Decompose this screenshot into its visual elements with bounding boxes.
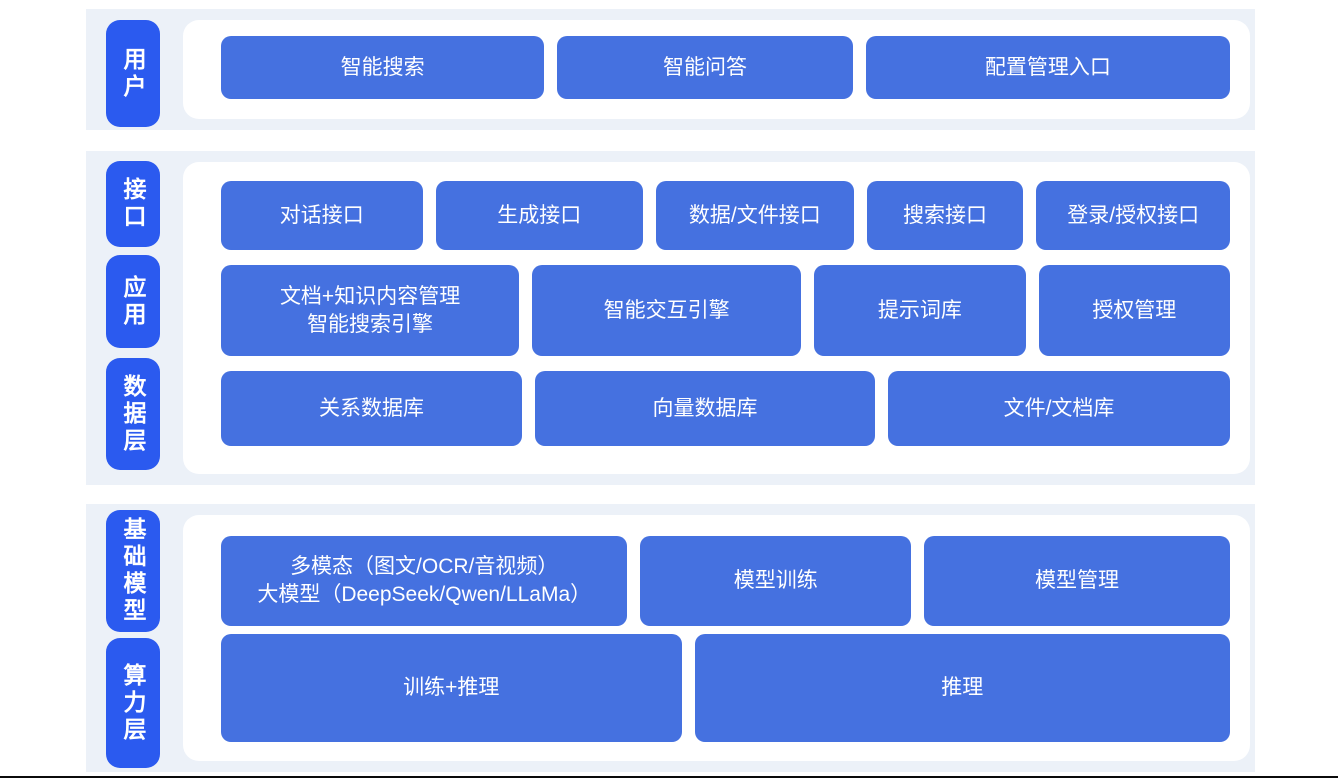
block-config-management-entry: 配置管理入口 bbox=[865, 36, 1231, 99]
block-row-application: 文档+知识内容管理 智能搜索引擎 智能交互引擎 提示词库 授权管理 bbox=[221, 265, 1230, 356]
layer-pill-compute: 算力层 bbox=[106, 638, 160, 768]
layer-pill-data: 数据层 bbox=[106, 358, 160, 470]
bottom-divider-line bbox=[0, 776, 1338, 778]
band-middle-layers: 接口 应用 数据层 对话接口 生成接口 数据/文件接口 搜索接口 登录/授权接口… bbox=[86, 151, 1255, 485]
block-search-api: 搜索接口 bbox=[866, 181, 1024, 250]
block-smart-search: 智能搜索 bbox=[221, 36, 545, 99]
layer-pill-interface: 接口 bbox=[106, 161, 160, 247]
block-vector-db: 向量数据库 bbox=[535, 371, 875, 446]
block-smart-interaction-engine: 智能交互引擎 bbox=[532, 265, 802, 356]
layer-pill-foundation-model: 基础模型 bbox=[106, 510, 160, 632]
layer-label-gutter: 基础模型 算力层 bbox=[86, 504, 183, 772]
block-row-data: 关系数据库 向量数据库 文件/文档库 bbox=[221, 371, 1230, 446]
block-dialog-api: 对话接口 bbox=[221, 181, 423, 250]
panel-middle-layers: 对话接口 生成接口 数据/文件接口 搜索接口 登录/授权接口 文档+知识内容管理… bbox=[183, 162, 1250, 474]
block-generation-api: 生成接口 bbox=[435, 181, 644, 250]
block-training-inference: 训练+推理 bbox=[221, 634, 682, 742]
block-file-doc-store: 文件/文档库 bbox=[888, 371, 1230, 446]
layer-label-gutter: 用户 bbox=[86, 9, 183, 130]
block-row-interface: 对话接口 生成接口 数据/文件接口 搜索接口 登录/授权接口 bbox=[221, 181, 1231, 250]
block-model-management: 模型管理 bbox=[924, 536, 1230, 626]
panel-user-layer: 智能搜索 智能问答 配置管理入口 bbox=[183, 20, 1250, 119]
block-row-user: 智能搜索 智能问答 配置管理入口 bbox=[221, 36, 1231, 99]
block-row-compute: 训练+推理 推理 bbox=[221, 634, 1230, 742]
block-row-foundation-model: 多模态（图文/OCR/音视频） 大模型（DeepSeek/Qwen/LLaMa）… bbox=[221, 536, 1230, 626]
block-relational-db: 关系数据库 bbox=[221, 371, 522, 446]
layer-label-gutter: 接口 应用 数据层 bbox=[86, 151, 183, 485]
block-data-file-api: 数据/文件接口 bbox=[656, 181, 854, 250]
block-prompt-library: 提示词库 bbox=[814, 265, 1026, 356]
block-auth-management: 授权管理 bbox=[1038, 265, 1230, 356]
panel-bottom-layers: 多模态（图文/OCR/音视频） 大模型（DeepSeek/Qwen/LLaMa）… bbox=[183, 515, 1250, 761]
layer-pill-user: 用户 bbox=[106, 20, 160, 127]
block-smart-qa: 智能问答 bbox=[557, 36, 853, 99]
band-user-layer: 用户 智能搜索 智能问答 配置管理入口 bbox=[86, 9, 1255, 130]
layer-pill-application: 应用 bbox=[106, 255, 160, 348]
block-multimodal-llm: 多模态（图文/OCR/音视频） 大模型（DeepSeek/Qwen/LLaMa） bbox=[221, 536, 628, 626]
block-doc-knowledge-search-engine: 文档+知识内容管理 智能搜索引擎 bbox=[221, 265, 520, 356]
band-bottom-layers: 基础模型 算力层 多模态（图文/OCR/音视频） 大模型（DeepSeek/Qw… bbox=[86, 504, 1255, 772]
block-inference: 推理 bbox=[694, 634, 1230, 742]
block-login-auth-api: 登录/授权接口 bbox=[1036, 181, 1231, 250]
block-model-training: 模型训练 bbox=[640, 536, 912, 626]
